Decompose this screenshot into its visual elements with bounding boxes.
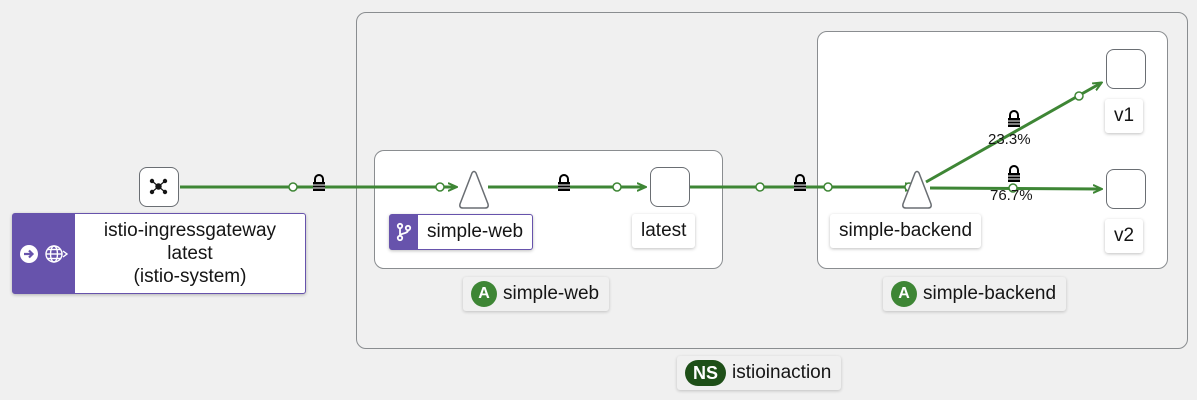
service-node-simple-backend[interactable]: [902, 170, 932, 209]
edge-percent-v1: 23.3%: [988, 131, 1031, 148]
service-label-simple-web[interactable]: simple-web: [389, 214, 534, 250]
arrow-circle-icon: [20, 244, 38, 263]
namespace-chip[interactable]: NS istioinaction: [677, 356, 842, 390]
service-label-simple-backend[interactable]: simple-backend: [830, 214, 982, 248]
mtls-lock-icon: [1007, 110, 1021, 128]
service-node-simple-web[interactable]: [459, 170, 489, 209]
gateway-icon: [149, 178, 168, 195]
gateway-node[interactable]: [139, 167, 179, 207]
app-chip-simple-backend[interactable]: A simple-backend: [883, 277, 1067, 311]
app-badge: A: [471, 281, 497, 307]
gateway-label[interactable]: istio-ingressgateway latest (istio-syste…: [12, 213, 306, 294]
gateway-version: latest: [167, 243, 213, 264]
edge-backend-to-v1[interactable]: [925, 83, 1101, 184]
namespace-badge: NS: [685, 360, 727, 386]
mtls-lock-icon: [1007, 165, 1021, 183]
namespace-name: istioinaction: [732, 362, 832, 383]
workload-label-latest[interactable]: latest: [632, 214, 696, 248]
mtls-lock-icon: [312, 174, 326, 192]
service-branch-icon: [390, 215, 418, 249]
gateway-icon-strip: [13, 214, 75, 293]
workload-node-v1[interactable]: [1106, 49, 1146, 89]
gateway-namespace: (istio-system): [133, 266, 247, 287]
app-name: simple-web: [503, 283, 600, 304]
mtls-lock-icon: [793, 174, 807, 192]
app-badge: A: [891, 281, 917, 307]
globe-network-icon: [45, 244, 69, 263]
service-name-simple-web: simple-web: [427, 221, 524, 242]
workload-label-v2[interactable]: v2: [1105, 219, 1144, 253]
workload-node-latest[interactable]: [650, 167, 690, 207]
workload-label-v1[interactable]: v1: [1105, 99, 1144, 133]
workload-node-v2[interactable]: [1106, 169, 1146, 209]
gateway-name: istio-ingressgateway: [103, 220, 277, 241]
app-chip-simple-web[interactable]: A simple-web: [463, 277, 610, 311]
mtls-lock-icon: [557, 174, 571, 192]
edge-percent-v2: 76.7%: [990, 187, 1033, 204]
app-name: simple-backend: [923, 283, 1057, 304]
